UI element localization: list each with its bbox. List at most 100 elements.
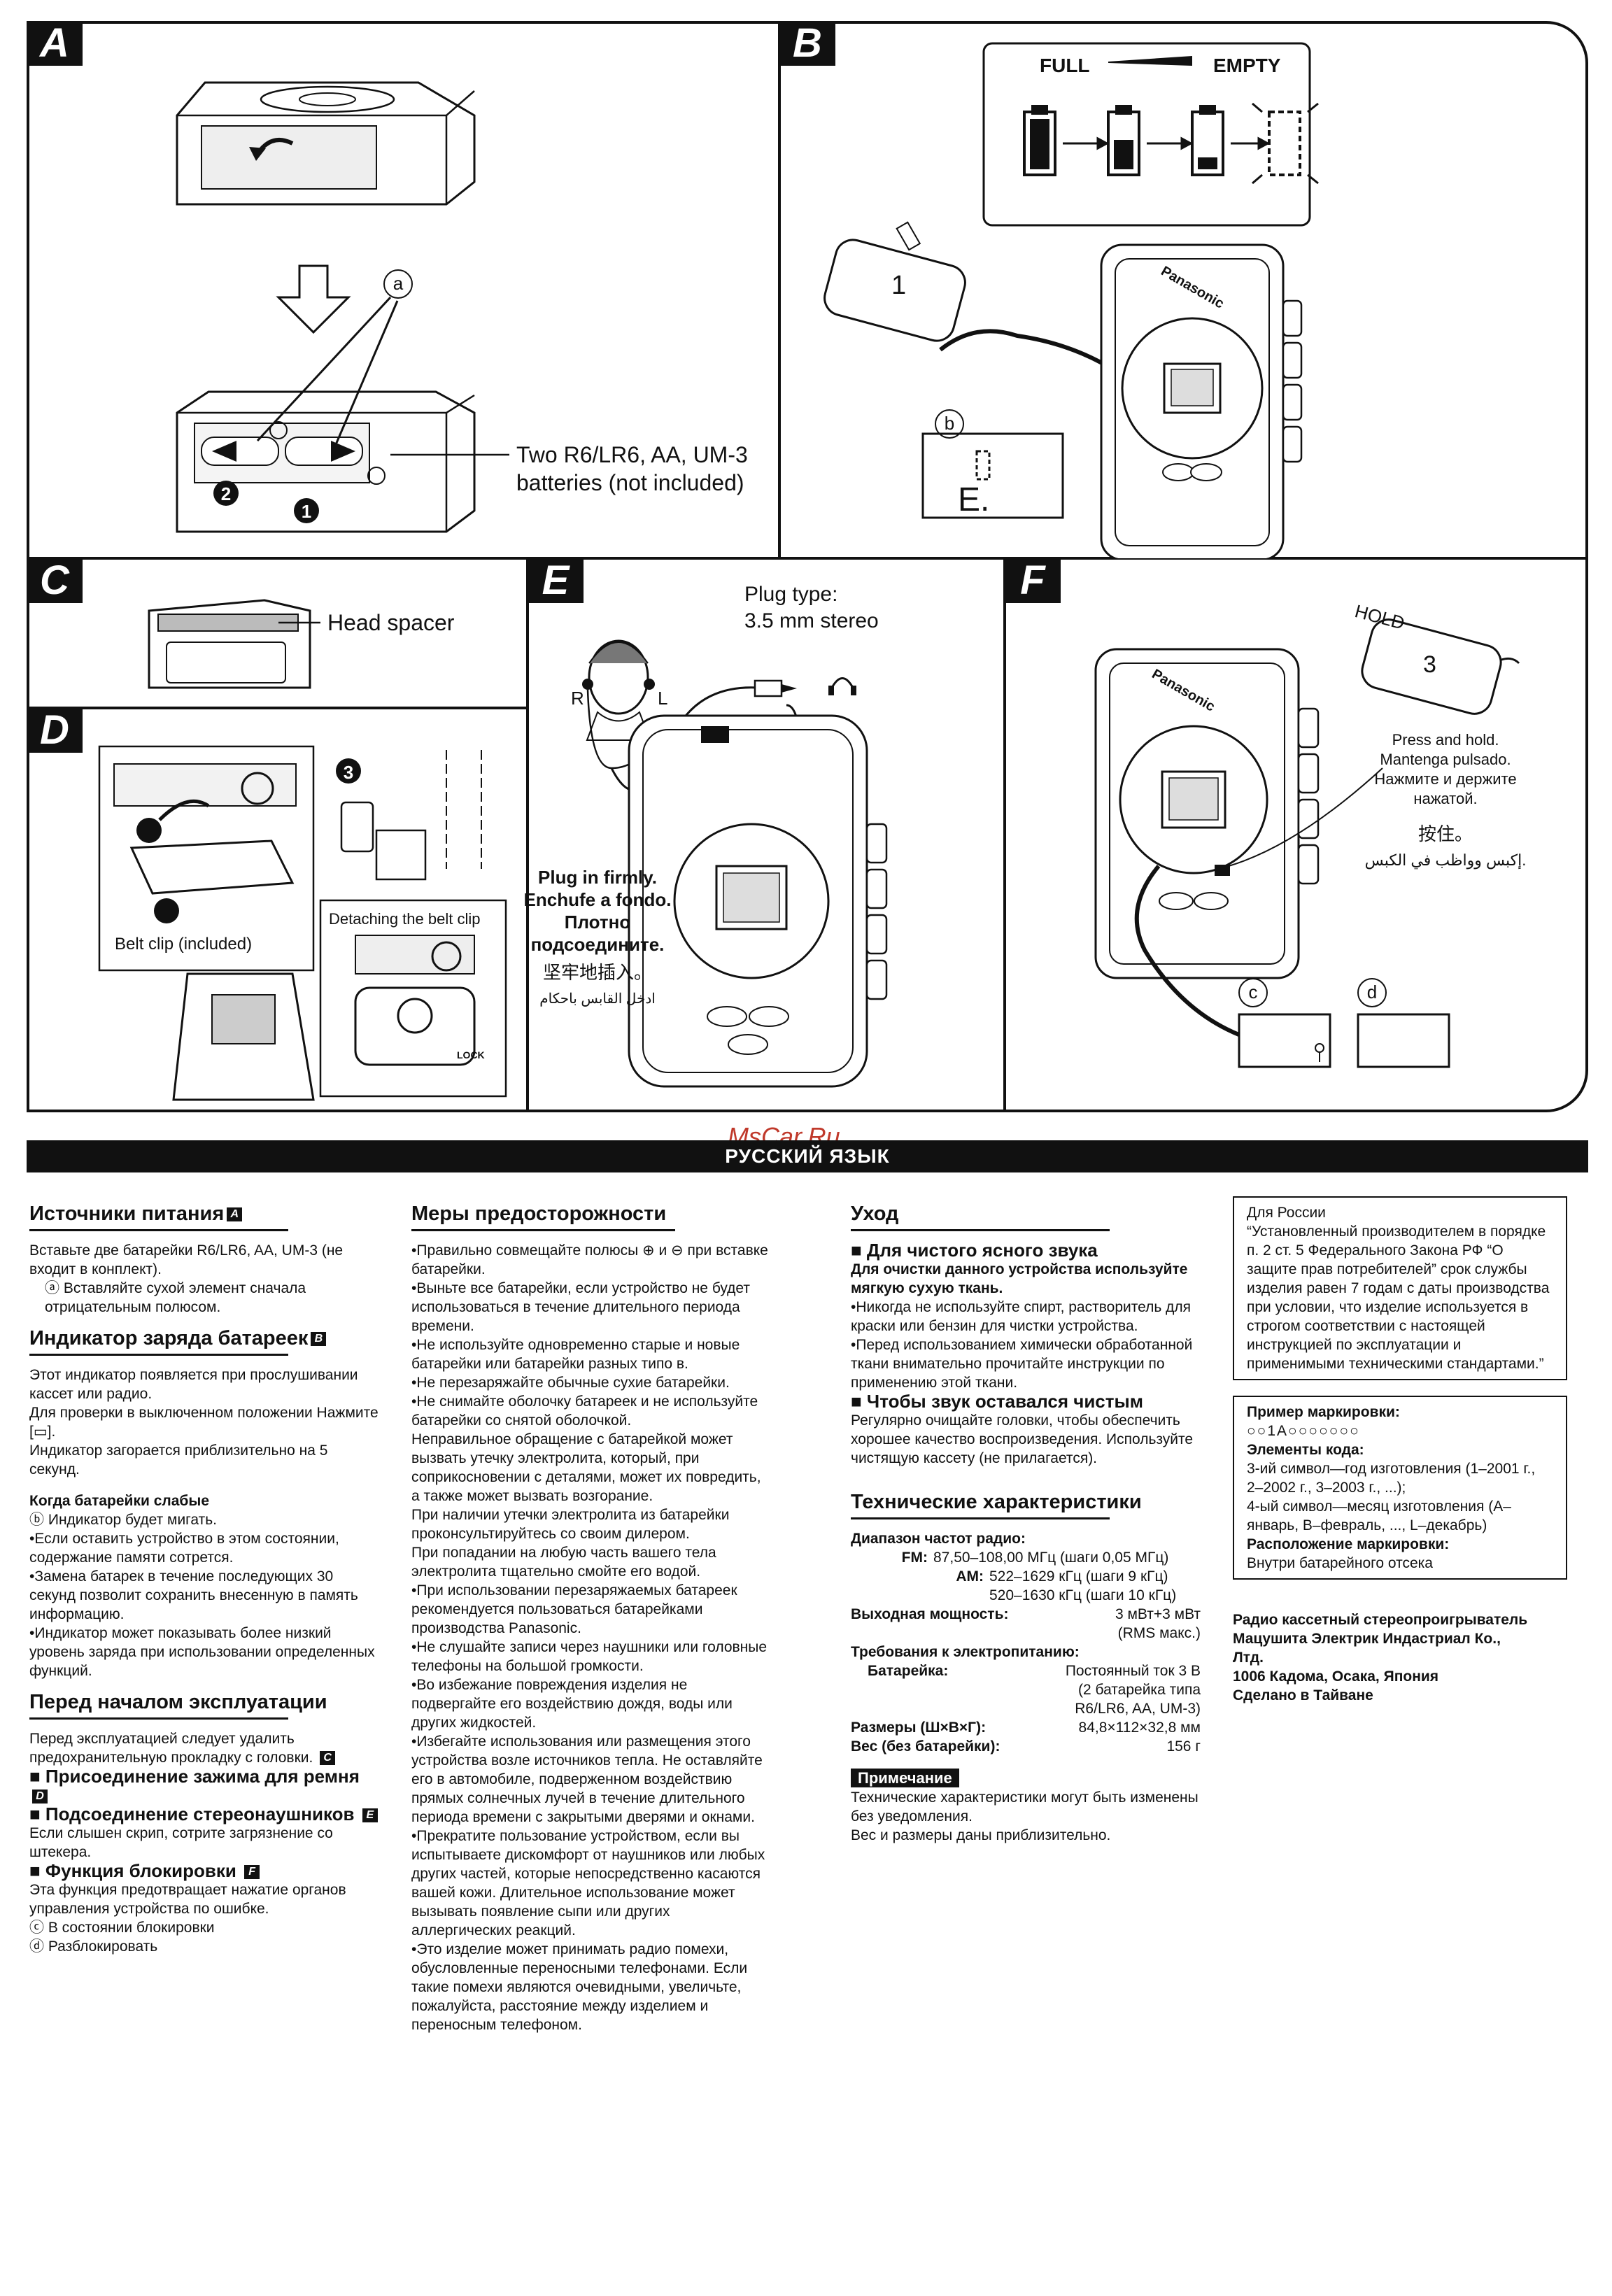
manufacturer-1: Радио кассетный стереопроигрыватель xyxy=(1233,1612,1528,1628)
batteries-label: Two R6/LR6, AA, UM-3 xyxy=(516,442,748,467)
hold-state-d: ⓓ Разблокировать xyxy=(29,1939,158,1955)
precaution-item: •Не используйте одновременно старые и но… xyxy=(411,1337,740,1372)
marking-location: Внутри батарейного отсека xyxy=(1247,1555,1433,1571)
spec-battery: Батарейка:Постоянный ток 3 В xyxy=(868,1663,1201,1679)
hold-state-c: ⓒ В состоянии блокировки xyxy=(29,1920,215,1936)
press-hold-en: Press and hold. xyxy=(1392,731,1499,749)
plug-firmly-es: Enchufe a fondo. xyxy=(523,889,672,910)
plug-firmly-ar: ادخل القابس باحكام xyxy=(539,991,656,1007)
head-spacer-label: Head spacer xyxy=(327,610,455,635)
before-use-text: Перед эксплуатацией следует удалить пред… xyxy=(29,1729,379,1767)
panel-d-tag: D xyxy=(27,708,83,753)
language-banner: РУССКИЙ ЯЗЫК xyxy=(27,1140,1588,1172)
precaution-item: •Это изделие может принимать радио помех… xyxy=(411,1941,748,2033)
marking-location-heading: Расположение маркировки: xyxy=(1247,1536,1450,1552)
divider-v2 xyxy=(526,558,529,1111)
panel-c-tag: C xyxy=(27,558,83,603)
spec-battery-3: R6/LR6, AA, UM-3) xyxy=(1075,1701,1201,1717)
power-note: ⓐ Вставляйте сухой элемент сначала отриц… xyxy=(45,1280,306,1315)
keep-clean-text: Регулярно очищайте головки, чтобы обеспе… xyxy=(851,1412,1194,1466)
panel-e-tag: E xyxy=(528,558,584,603)
step-1-number: 1 xyxy=(301,501,312,522)
battery-indicator-illustration: E. xyxy=(823,42,1319,558)
precaution-item: Неправильное обращение с батарейкой може… xyxy=(411,1431,761,1504)
plug-type-label: Plug type: xyxy=(744,583,838,606)
divider-v1 xyxy=(778,21,781,560)
panel-a: A a Two R6/LR6, AA, UM-3 batteries (no xyxy=(27,21,779,558)
label-c-circle: c xyxy=(1238,978,1268,1007)
detaching-label: Detaching the belt clip xyxy=(329,910,481,928)
spec-battery-2: (2 батарейка типа xyxy=(1078,1682,1201,1698)
note-text-1: Технические характеристики могут быть из… xyxy=(851,1790,1199,1824)
step-3-label: 3 xyxy=(1423,651,1436,678)
belt-clip-heading: ■ Присоединение зажима для ремня D xyxy=(29,1766,360,1804)
empty-label: EMPTY xyxy=(1213,55,1281,76)
panel-b: B xyxy=(779,21,1588,558)
svg-text:E.: E. xyxy=(958,481,989,518)
press-hold-ru: Нажмите и держите xyxy=(1374,770,1517,788)
full-label: FULL xyxy=(1040,55,1090,76)
column-3: Уход ■ Для чистого ясного звука Для очис… xyxy=(851,1204,1201,1845)
spec-power-label: Требования к электропитанию: xyxy=(851,1644,1080,1660)
clean-sound-item-2: •Перед использованием химически обработа… xyxy=(851,1337,1193,1391)
plug-firmly-en: Plug in firmly. xyxy=(538,867,657,888)
precaution-item: При попадании на любую часть вашего тела… xyxy=(411,1545,716,1580)
clean-sound-bold: Для очистки данного устройства используй… xyxy=(851,1261,1188,1296)
batteries-label-2: batteries (not included) xyxy=(516,470,744,495)
keep-clean-heading: ■ Чтобы звук оставался чистым xyxy=(851,1391,1143,1412)
hold-text: Эта функция предотвращает нажатие органо… xyxy=(29,1882,346,1917)
heading-specs: Технические характеристики xyxy=(851,1492,1201,1519)
precaution-item: •Избегайте использования или размещения … xyxy=(411,1734,763,1825)
spec-weight: Вес (без батарейки):156 г xyxy=(851,1738,1201,1755)
precaution-item: •Не перезаряжайте обычные сухие батарейк… xyxy=(411,1375,730,1391)
label-d-circle: d xyxy=(1357,978,1387,1007)
spec-fm: FM:87,50–108,00 МГц (шаги 0,05 МГц) xyxy=(901,1550,1169,1566)
belt-clip-label: Belt clip (included) xyxy=(115,930,253,958)
hold-heading: ■ Функция блокировки F xyxy=(29,1862,379,1880)
weak-item-2: •Замена батарек в течение последующих 30… xyxy=(29,1568,358,1622)
note-text-2: Вес и размеры даны приблизительно. xyxy=(851,1827,1111,1843)
precaution-item: При наличии утечки электролита из батаре… xyxy=(411,1507,730,1542)
heading-care: Уход xyxy=(851,1204,1201,1231)
precaution-item: •Прекратите пользование устройством, есл… xyxy=(411,1828,765,1939)
manufacturer-4: 1006 Кадома, Осака, Япония xyxy=(1233,1668,1439,1685)
spec-output: Выходная мощность:3 мВт+3 мВт xyxy=(851,1606,1201,1622)
marking-code: ○○1A○○○○○○○ xyxy=(1247,1423,1360,1439)
plug-firmly-zh: 坚牢地插入。 xyxy=(542,962,652,983)
panel-a-tag: A xyxy=(27,21,83,66)
code-elements-heading: Элементы кода: xyxy=(1247,1442,1364,1458)
column-4: Для России “Установленный производителем… xyxy=(1233,1196,1567,1705)
step-1-label: 1 xyxy=(891,271,907,300)
code-element-2: 4-ый символ—месяц изготовления (A–январь… xyxy=(1247,1498,1511,1533)
clean-sound-heading: ■ Для чистого ясного звука xyxy=(851,1240,1098,1261)
power-text: Вставьте две батарейки R6/LR6, AA, UM-3 … xyxy=(29,1242,344,1277)
press-hold-zh: 按住。 xyxy=(1417,823,1473,844)
panel-d: D 3 Belt clip (included) Detaching the b… xyxy=(27,708,528,1112)
spec-output-2: (RMS макс.) xyxy=(1117,1625,1201,1641)
head-spacer-illustration xyxy=(148,599,320,689)
precaution-item: •Не слушайте записи через наушники или г… xyxy=(411,1639,768,1674)
hold-function-illustration xyxy=(1094,618,1520,1068)
panel-b-tag: B xyxy=(779,21,835,66)
step-3-number: 3 xyxy=(343,762,354,783)
marking-heading: Пример маркировки: xyxy=(1247,1404,1400,1420)
spec-am: AM:522–1629 кГц (шаги 9 кГц) xyxy=(956,1568,1168,1585)
precaution-item: •Правильно совмещайте полюсы ⊕ и ⊖ при в… xyxy=(411,1242,768,1277)
headphones-text: Если слышен скрип, сотрите загрязнение с… xyxy=(29,1825,333,1860)
divider-v3 xyxy=(1003,558,1006,1111)
precaution-item: •Выньте все батарейки, если устройство н… xyxy=(411,1280,751,1334)
weak-item-3: •Индикатор может показывать более низкий… xyxy=(29,1625,375,1679)
panel-f: F HOLD 3 Panasonic Press and hold. Mante… xyxy=(1005,558,1588,1111)
plug-firmly-ru: Плотно xyxy=(564,912,631,933)
press-hold-ru-2: нажатой. xyxy=(1413,790,1478,807)
headphones-connection-illustration xyxy=(582,639,888,1088)
precaution-item: •При использовании перезаряжаемых батаре… xyxy=(411,1582,737,1636)
label-b-circle: b xyxy=(935,409,964,439)
spec-range-label: Диапазон частот радио: xyxy=(851,1531,1026,1547)
lock-label: LOCK xyxy=(457,1049,485,1061)
code-element-1: 3-ий символ—год изготовления (1–2001 г.,… xyxy=(1247,1461,1536,1496)
panel-c: C Head spacer xyxy=(27,558,528,708)
indicator-text-1: Этот индикатор появляется при прослушива… xyxy=(29,1367,358,1402)
